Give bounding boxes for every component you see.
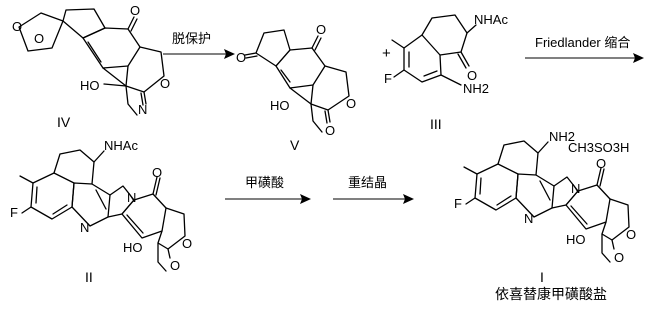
step-4-reagent: 重结晶 [348, 175, 387, 190]
atom-label: N [571, 181, 580, 196]
compound-ii-label: II [85, 269, 93, 285]
compound-iii-structure [391, 14, 477, 86]
atom-label: N [80, 220, 89, 235]
hydroxy-label: HO [566, 232, 586, 247]
compound-i-label: I [540, 269, 544, 285]
atom-label: F [454, 196, 462, 211]
atom-label: O [626, 227, 636, 242]
atom-label: O [160, 76, 170, 91]
atom-label: NHAc [474, 12, 508, 27]
compound-v-label: V [290, 137, 300, 153]
atom-label: O [12, 19, 22, 34]
right-arrow-icon [333, 194, 414, 204]
atom-label: O [130, 3, 140, 18]
hydroxy-label: HO [80, 78, 100, 93]
atom-label: N [127, 190, 136, 205]
atom-label: NHAc [104, 138, 138, 153]
compound-i-name: 依喜替康甲磺酸盐 [495, 286, 607, 302]
compound-iii-label: III [430, 116, 442, 132]
step-1-reagent: 脱保护 [172, 31, 211, 46]
compound-i-structure [463, 140, 630, 263]
atom-label: O [325, 123, 335, 138]
atom-label: O [170, 258, 180, 273]
plus-sign: + [382, 45, 391, 62]
right-arrow-icon [525, 53, 644, 63]
atom-label: NH2 [463, 81, 489, 96]
atom-label: F [384, 71, 392, 86]
right-arrow-icon [163, 49, 235, 59]
right-arrow-icon [225, 194, 311, 204]
step-3-reagent: 甲磺酸 [245, 175, 284, 190]
atom-label: F [10, 205, 18, 220]
atom-label: O [316, 22, 326, 37]
atom-label: O [614, 250, 624, 265]
compound-v-structure [244, 29, 350, 133]
compound-iv-label: IV [57, 114, 71, 130]
atom-label: O [467, 68, 477, 83]
atom-label: O [182, 236, 192, 251]
salt-label: CH3SO3H [568, 140, 629, 155]
compound-iv-structure [18, 8, 165, 116]
atom-label: O [152, 165, 162, 180]
atom-label: N [138, 102, 147, 117]
atom-label: O [596, 156, 606, 171]
atom-label: NH2 [549, 129, 575, 144]
atom-label: N [524, 211, 533, 226]
hydroxy-label: HO [270, 98, 290, 113]
compound-ii-structure [19, 149, 186, 272]
atom-label: O [34, 31, 44, 46]
step-2-reagent: Friedlander 缩合 [535, 35, 630, 50]
atom-label: O [236, 50, 246, 65]
atom-label: O [346, 96, 356, 111]
hydroxy-label: HO [123, 240, 143, 255]
